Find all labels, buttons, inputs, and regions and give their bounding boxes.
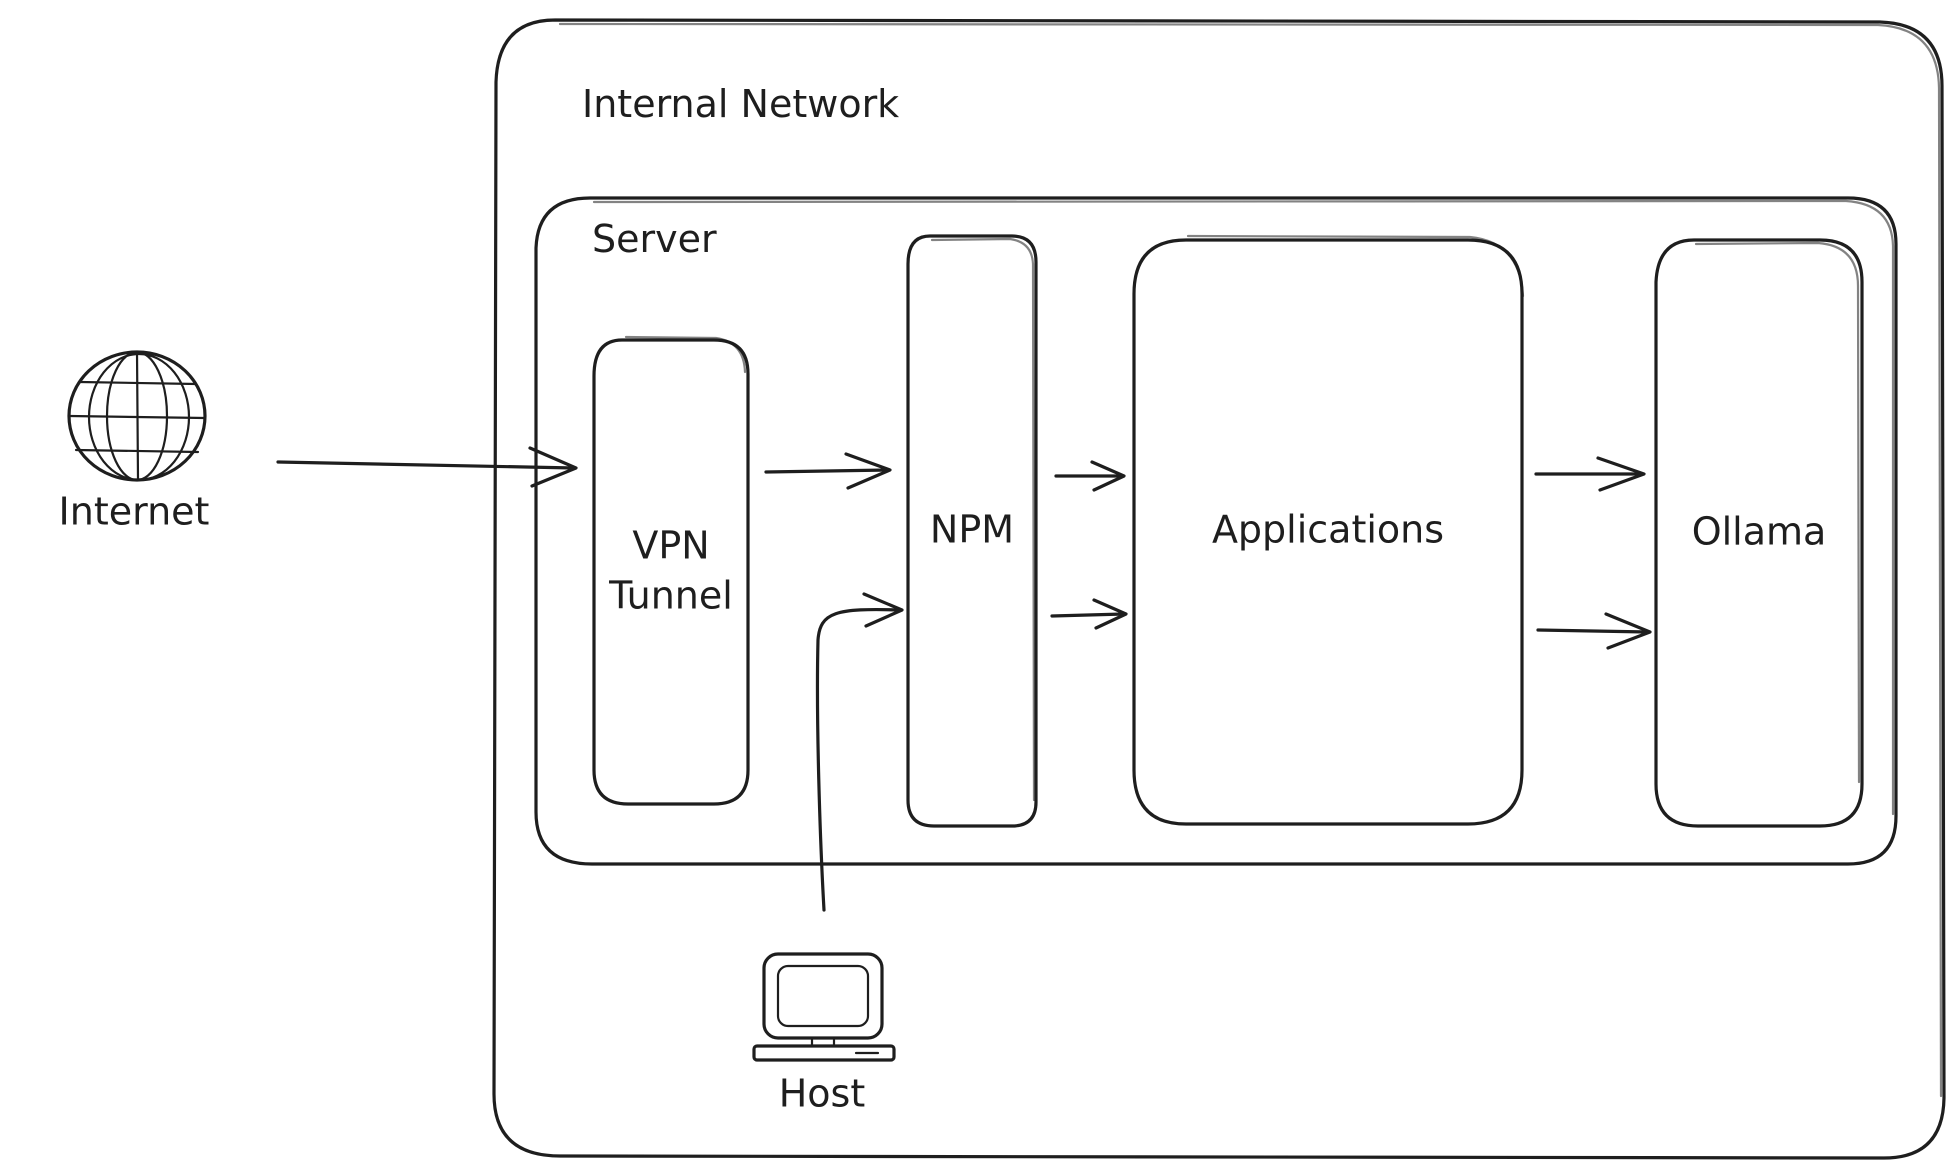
- server-label: Server: [592, 217, 717, 261]
- server-container: [534, 196, 1898, 866]
- desktop-computer-icon: [752, 952, 896, 1062]
- npm-box: [906, 234, 1038, 828]
- ollama-label: Ollama: [1692, 510, 1827, 554]
- arrow-applications-to-ollama-top: [1534, 456, 1646, 492]
- arrow-internet-to-vpn: [276, 446, 578, 488]
- arrow-applications-to-ollama-bottom: [1536, 612, 1652, 650]
- internal-network-container: [492, 18, 1946, 1160]
- vpn-label-line2: Tunnel: [608, 574, 733, 618]
- applications-label: Applications: [1212, 508, 1444, 552]
- vpn-tunnel-box: [592, 335, 750, 806]
- applications-box: [1132, 234, 1525, 826]
- globe-icon: [67, 350, 207, 482]
- host-label: Host: [779, 1072, 866, 1116]
- internal-network-label: Internal Network: [582, 82, 899, 126]
- ollama-box: [1654, 238, 1864, 828]
- vpn-label-line1: VPN: [632, 524, 709, 568]
- arrow-vpn-to-npm: [764, 452, 892, 490]
- npm-label: NPM: [930, 508, 1014, 552]
- internet-label: Internet: [59, 490, 210, 534]
- arrow-npm-to-applications-bottom: [1050, 598, 1128, 630]
- arrow-host-to-npm: [815, 592, 904, 912]
- arrow-npm-to-applications-top: [1054, 460, 1126, 492]
